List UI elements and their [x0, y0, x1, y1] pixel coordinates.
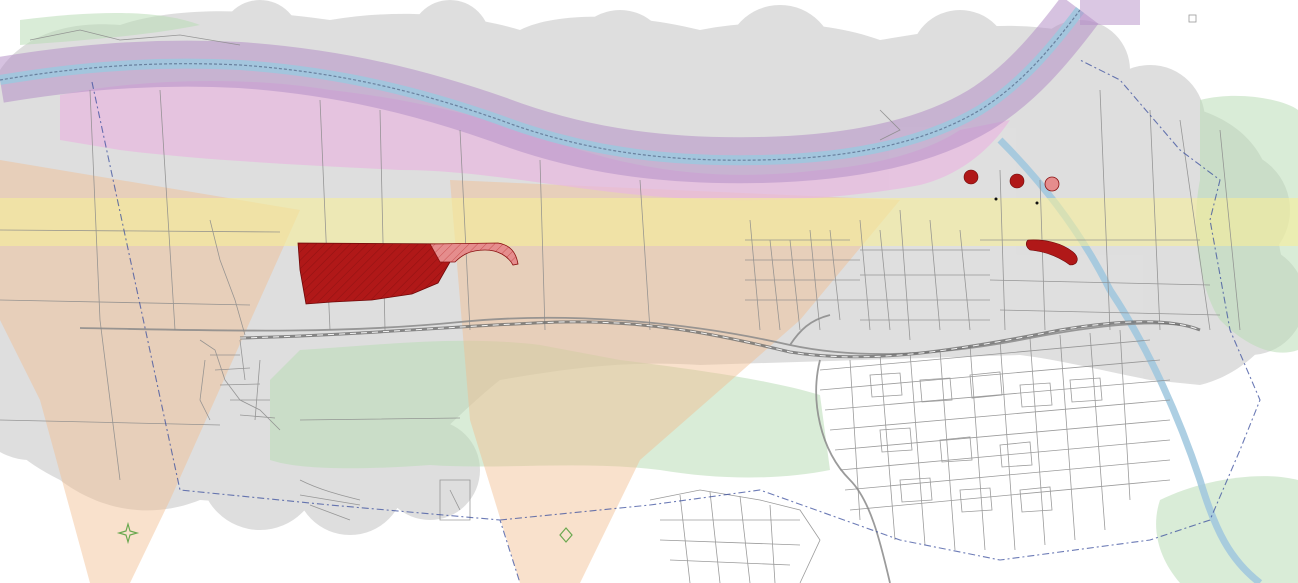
diamond-icon	[559, 527, 573, 543]
diamond-marker-center[interactable]	[559, 527, 573, 543]
municipal-boundary	[91, 59, 1261, 583]
red-feature-circle-2[interactable]	[1009, 173, 1025, 189]
red-feature-circle-3[interactable]	[1044, 176, 1060, 192]
black-dot-2	[1035, 201, 1039, 205]
red-feature-west-polygon-hatch	[298, 243, 468, 304]
map-corner-square	[1188, 14, 1197, 23]
red-feature-circle-1[interactable]	[963, 169, 979, 185]
orange-wedges	[0, 160, 900, 583]
star-marker-west[interactable]	[116, 521, 140, 545]
red-features[interactable]	[297, 169, 1078, 305]
yellow-band	[0, 198, 1298, 246]
railway	[239, 320, 1201, 359]
red-feature-west-tail-hatch	[430, 243, 518, 265]
street-network	[0, 29, 1241, 583]
waterway-corridor	[0, 0, 1140, 184]
major-roads	[79, 314, 1181, 583]
black-dot-1	[994, 197, 998, 201]
four-point-star-icon	[116, 521, 140, 545]
red-feature-east-curve[interactable]	[1025, 239, 1078, 266]
